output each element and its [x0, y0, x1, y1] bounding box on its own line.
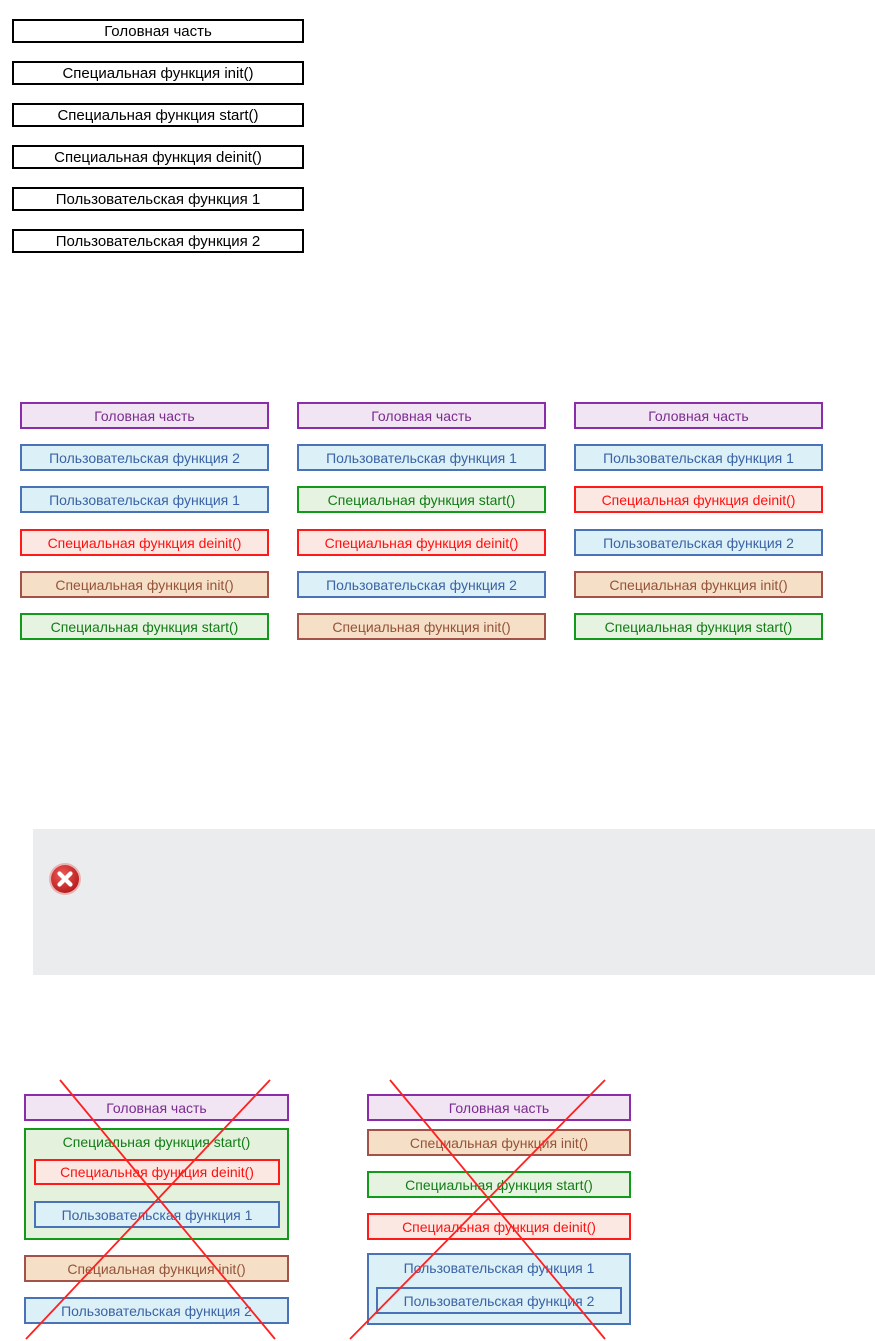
col1-head: Головная часть: [20, 402, 269, 429]
left-user2: Пользовательская функция 2: [24, 1297, 289, 1324]
col2-deinit: Специальная функция deinit(): [297, 529, 546, 556]
col1-user1: Пользовательская функция 1: [20, 486, 269, 513]
right-user1-wrapper: Пользовательская функция 1 Пользовательс…: [367, 1253, 631, 1325]
error-notice-panel: [33, 829, 875, 975]
col2-user1: Пользовательская функция 1: [297, 444, 546, 471]
col1-init: Специальная функция init(): [20, 571, 269, 598]
col3-init: Специальная функция init(): [574, 571, 823, 598]
box-user1: Пользовательская функция 1: [12, 187, 304, 211]
col2-user2: Пользовательская функция 2: [297, 571, 546, 598]
left-start-wrapper: Специальная функция start() Специальная …: [24, 1128, 289, 1240]
right-init: Специальная функция init(): [367, 1129, 631, 1156]
box-start: Специальная функция start(): [12, 103, 304, 127]
right-user2-inner: Пользовательская функция 2: [376, 1287, 622, 1314]
left-init: Специальная функция init(): [24, 1255, 289, 1282]
col3-head: Головная часть: [574, 402, 823, 429]
col1-deinit: Специальная функция deinit(): [20, 529, 269, 556]
box-user2: Пользовательская функция 2: [12, 229, 304, 253]
right-deinit: Специальная функция deinit(): [367, 1213, 631, 1240]
col3-user2: Пользовательская функция 2: [574, 529, 823, 556]
col1-start: Специальная функция start(): [20, 613, 269, 640]
left-deinit-inner: Специальная функция deinit(): [34, 1159, 280, 1185]
box-init: Специальная функция init(): [12, 61, 304, 85]
box-deinit: Специальная функция deinit(): [12, 145, 304, 169]
left-head: Головная часть: [24, 1094, 289, 1121]
col2-start: Специальная функция start(): [297, 486, 546, 513]
error-x-icon: [49, 863, 81, 895]
left-start-label: Специальная функция start(): [62, 1134, 251, 1150]
left-user1-inner: Пользовательская функция 1: [34, 1201, 280, 1228]
col3-user1: Пользовательская функция 1: [574, 444, 823, 471]
right-user1-label: Пользовательская функция 1: [403, 1260, 595, 1276]
right-head: Головная часть: [367, 1094, 631, 1121]
col2-init: Специальная функция init(): [297, 613, 546, 640]
col1-user2: Пользовательская функция 2: [20, 444, 269, 471]
col3-deinit: Специальная функция deinit(): [574, 486, 823, 513]
col3-start: Специальная функция start(): [574, 613, 823, 640]
col2-head: Головная часть: [297, 402, 546, 429]
box-head: Головная часть: [12, 19, 304, 43]
right-start: Специальная функция start(): [367, 1171, 631, 1198]
